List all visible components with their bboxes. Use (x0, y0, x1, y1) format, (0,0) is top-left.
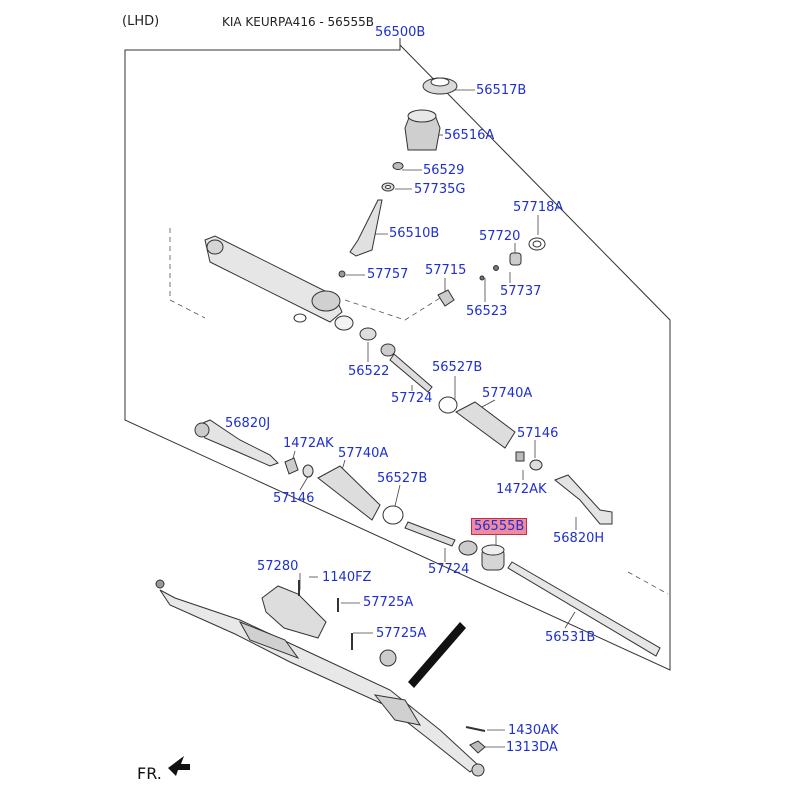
part-label-1472AK-left[interactable]: 1472AK (283, 436, 334, 451)
part-label-57725A-1[interactable]: 57725A (363, 595, 414, 610)
part-label-56517B[interactable]: 56517B (476, 83, 527, 98)
part-label-57280[interactable]: 57280 (257, 559, 299, 574)
variant-label: (LHD) (122, 14, 160, 29)
part-label-56522[interactable]: 56522 (348, 364, 390, 379)
part-shapes (155, 77, 661, 777)
part-label-1140FZ[interactable]: 1140FZ (322, 570, 372, 585)
part-label-57724-top[interactable]: 57724 (391, 391, 433, 406)
part-label-57757[interactable]: 57757 (367, 267, 409, 282)
part-label-57718A[interactable]: 57718A (513, 200, 564, 215)
part-label-1472AK-right[interactable]: 1472AK (496, 482, 547, 497)
dashed-reference-lines (169, 228, 669, 595)
part-label-57740A-right[interactable]: 57740A (482, 386, 533, 401)
part-label-57146-right[interactable]: 57146 (517, 426, 559, 441)
part-label-1430AK[interactable]: 1430AK (508, 723, 559, 738)
part-label-57725A-2[interactable]: 57725A (376, 626, 427, 641)
part-label-56820H[interactable]: 56820H (553, 531, 605, 546)
model-title: KIA KEURPA416 - 56555B (222, 15, 374, 29)
part-label-56527B-top[interactable]: 56527B (432, 360, 483, 375)
part-label-57724-mid[interactable]: 57724 (428, 562, 470, 577)
part-label-56820J[interactable]: 56820J (225, 416, 271, 431)
part-label-56555B-highlighted[interactable]: 56555B (471, 518, 528, 535)
front-indicator-label: FR. (137, 764, 162, 783)
part-label-57737[interactable]: 57737 (500, 284, 542, 299)
part-label-56516A[interactable]: 56516A (444, 128, 495, 143)
part-label-56510B[interactable]: 56510B (389, 226, 440, 241)
part-label-1313DA[interactable]: 1313DA (506, 740, 558, 755)
part-label-56500B[interactable]: 56500B (375, 25, 426, 40)
part-label-57740A-left[interactable]: 57740A (338, 446, 389, 461)
part-label-56531B[interactable]: 56531B (545, 630, 596, 645)
part-label-57720[interactable]: 57720 (479, 229, 521, 244)
part-label-57715[interactable]: 57715 (425, 263, 467, 278)
part-label-56523[interactable]: 56523 (466, 304, 508, 319)
part-label-57735G[interactable]: 57735G (414, 182, 466, 197)
part-label-56527B-mid[interactable]: 56527B (377, 471, 428, 486)
part-label-57146-left[interactable]: 57146 (273, 491, 315, 506)
part-label-56529[interactable]: 56529 (423, 163, 465, 178)
